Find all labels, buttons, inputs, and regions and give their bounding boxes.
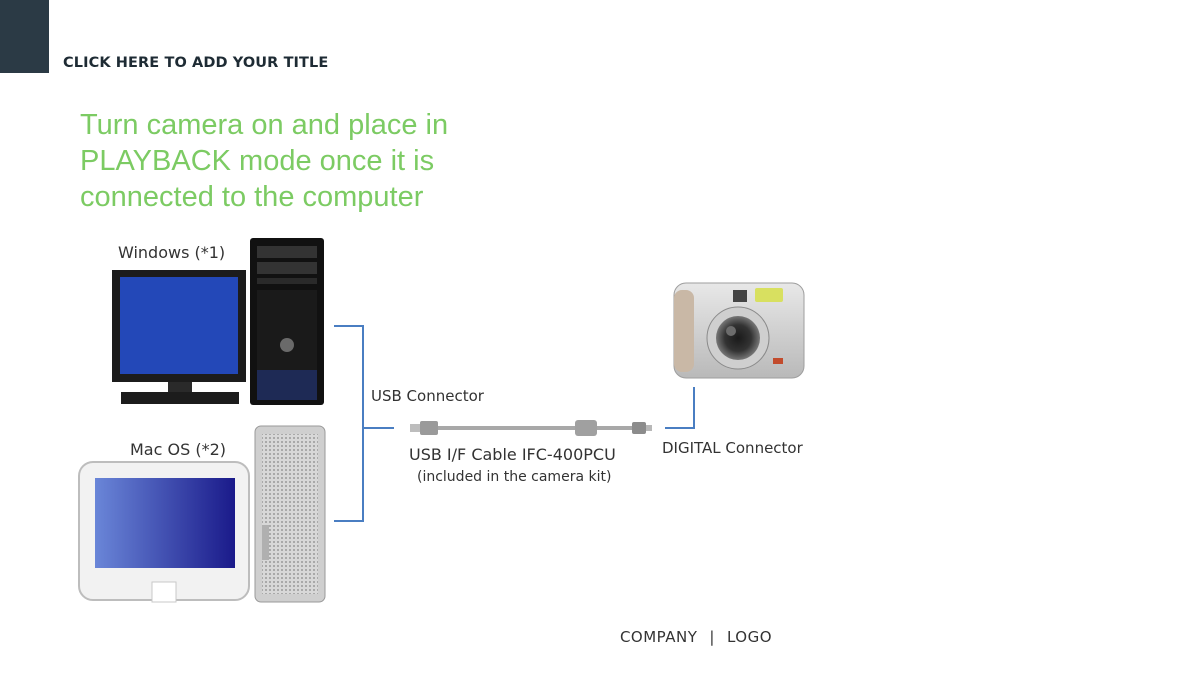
digital-camera-icon: [673, 282, 805, 379]
windows-monitor-icon: [112, 270, 246, 404]
accent-bar: [0, 0, 49, 73]
footer-logo: LOGO: [726, 628, 773, 646]
body-text[interactable]: Turn camera on and place in PLAYBACK mod…: [80, 107, 520, 215]
footer-company: COMPANY: [619, 628, 698, 646]
cable-note-label: (included in the camera kit): [417, 469, 612, 485]
slide-title[interactable]: CLICK HERE TO ADD YOUR TITLE: [63, 55, 329, 71]
body-line: Turn camera on and place in: [80, 109, 449, 141]
windows-label: Windows (*1): [118, 243, 226, 262]
footer-separator: |: [709, 628, 715, 646]
connector-lines: [334, 325, 695, 522]
mac-display-icon: [78, 461, 250, 603]
body-line: connected to the computer: [80, 181, 424, 213]
usb-cable-icon: [410, 420, 652, 436]
mac-os-label: Mac OS (*2): [130, 440, 226, 459]
body-line: PLAYBACK mode once it is: [80, 145, 435, 177]
mac-pro-tower-icon: [254, 425, 326, 603]
windows-tower-icon: [250, 238, 324, 405]
usb-connector-label: USB Connector: [371, 387, 484, 405]
footer[interactable]: COMPANY | LOGO: [0, 628, 1200, 646]
usb-cable-label: USB I/F Cable IFC-400PCU: [409, 445, 616, 464]
digital-connector-label: DIGITAL Connector: [662, 439, 803, 457]
